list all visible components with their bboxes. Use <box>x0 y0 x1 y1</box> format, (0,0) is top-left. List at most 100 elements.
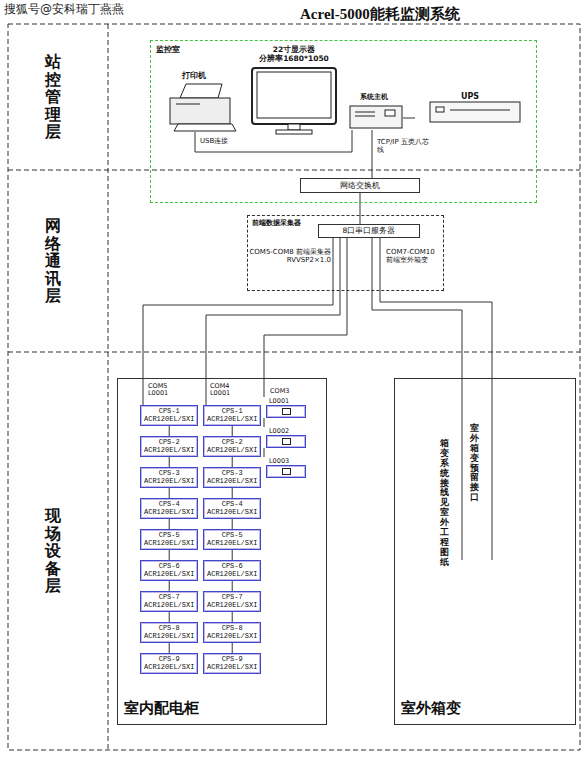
node-text: ACR120EL/SXI <box>144 539 194 547</box>
node-text: CPS-5 <box>207 531 257 539</box>
network-switch: 网络交换机 <box>300 178 420 193</box>
node-text: CPS-7 <box>207 593 257 601</box>
connector <box>195 130 352 152</box>
monitor: 22寸显示器分辨率1680*1050 <box>248 45 340 135</box>
monitor-icon <box>252 68 336 134</box>
connector <box>169 519 170 529</box>
device-frame <box>266 435 306 448</box>
connector <box>169 426 170 436</box>
outdoor-substation: 室外箱变室外箱变预留接口箱变系统接线见室外工程图纸 <box>394 378 576 725</box>
printer: 打印机 <box>160 70 240 132</box>
connector <box>372 130 373 178</box>
annotation: COM5 L0001 <box>148 383 176 398</box>
node-text: ACR120EL/SXI <box>207 663 257 671</box>
host-icon <box>350 106 402 128</box>
node-text: ACR120EL/SXI <box>144 663 194 671</box>
connector <box>169 550 170 560</box>
annotation: COM4 L0001 <box>210 383 238 398</box>
connector <box>232 457 233 467</box>
control-room: 监控室打印机22寸显示器分辨率1680*1050系统主机UPS网络交换机 <box>150 40 537 203</box>
printer-icon <box>170 84 236 131</box>
node-text: CPS-3 <box>207 469 257 477</box>
meter-box: CPS-4ACR120EL/SXI <box>140 498 198 519</box>
device-symbol <box>282 408 291 415</box>
connector-label: USB连接 <box>200 137 228 145</box>
meter-box: CPS-6ACR120EL/SXI <box>140 560 198 581</box>
meter-box: CPS-7ACR120EL/SXI <box>203 591 261 612</box>
node-text: CPS-6 <box>207 562 257 570</box>
node-text: 打印机 <box>182 70 206 81</box>
connector <box>264 448 265 457</box>
node-text: CPS-8 <box>144 624 194 632</box>
connector <box>232 426 233 436</box>
connector <box>169 612 170 622</box>
node-text: ACR120EL/SXI <box>207 446 257 454</box>
node-text: 室外箱变 <box>401 699 461 718</box>
node-text: CPS-5 <box>144 531 194 539</box>
node-text: 室内配电柜 <box>124 699 199 718</box>
node-text: 网络交换机 <box>301 179 419 192</box>
layer-band: 站控管理层 <box>45 53 61 141</box>
node-text: CPS-1 <box>144 407 194 415</box>
node-text: CPS-7 <box>144 593 194 601</box>
meter-box: CPS-5ACR120EL/SXI <box>203 529 261 550</box>
node-text: L0003 <box>262 457 306 465</box>
outer-frame <box>8 24 580 750</box>
diagram-title: Acrel-5000能耗监测系统 <box>300 5 460 24</box>
node-text: CPS-3 <box>144 469 194 477</box>
connector <box>232 488 233 498</box>
node-text: ACR120EL/SXI <box>144 446 194 454</box>
node-text: 箱变系统接线见室外工程图纸 <box>440 439 449 568</box>
connector <box>169 488 170 498</box>
connector <box>169 457 170 467</box>
node-text: CPS-4 <box>207 500 257 508</box>
layer-divider <box>108 24 109 750</box>
connector <box>232 612 233 622</box>
connector <box>206 238 340 405</box>
meter-box: CPS-1ACR120EL/SXI <box>203 405 261 426</box>
node-text: 网络通讯层 <box>45 217 61 305</box>
meter-box: CPS-3ACR120EL/SXI <box>203 467 261 488</box>
node-text: CPS-9 <box>207 655 257 663</box>
node-text: CPS-6 <box>144 562 194 570</box>
node-text: CPS-8 <box>207 624 257 632</box>
outdoor-wire <box>462 379 492 560</box>
connector <box>372 238 462 378</box>
node-text: ACR120EL/SXI <box>207 539 257 547</box>
layer-frame <box>8 24 580 750</box>
device-frame <box>266 405 306 418</box>
node-text: 系统主机 <box>345 92 403 102</box>
connector <box>360 193 361 224</box>
node-text: ACR120EL/SXI <box>144 632 194 640</box>
node-text: L0002 <box>262 427 306 435</box>
node-text: 分辨率1680*1050 <box>248 54 340 63</box>
connector <box>264 418 265 427</box>
indoor-cabinet: 室内配电柜CPS-1ACR120EL/SXICPS-2ACR120EL/SXIC… <box>117 378 327 725</box>
node-text: ACR120EL/SXI <box>207 570 257 578</box>
node-text: 前端数据采集器 <box>252 218 301 228</box>
node-text: ACR120EL/SXI <box>144 601 194 609</box>
node-text: 现场设备层 <box>45 507 61 595</box>
connector-label: TCP/IP 五类八芯线 <box>377 138 429 154</box>
node-text: L0001 <box>262 397 306 405</box>
device-frame <box>266 465 306 478</box>
small-device: L0003 <box>262 457 306 478</box>
meter-box: CPS-3ACR120EL/SXI <box>140 467 198 488</box>
layer-band: 现场设备层 <box>45 507 61 595</box>
connector <box>403 118 415 119</box>
annotation: COM5-COM8 前端采集器RVVSP2×1.0 <box>249 248 331 264</box>
node-text: ACR120EL/SXI <box>144 508 194 516</box>
meter-box: CPS-5ACR120EL/SXI <box>140 529 198 550</box>
small-device: L0001 <box>262 397 306 418</box>
layer-band: 网络通讯层 <box>45 217 61 305</box>
node-text: ACR120EL/SXI <box>207 601 257 609</box>
node-text: 监控室 <box>156 44 180 55</box>
ups-icon <box>430 102 520 122</box>
connector <box>232 581 233 591</box>
meter-box: CPS-1ACR120EL/SXI <box>140 405 198 426</box>
system-host: 系统主机 <box>345 92 403 130</box>
meter-box: CPS-2ACR120EL/SXI <box>203 436 261 457</box>
meter-box: CPS-8ACR120EL/SXI <box>140 622 198 643</box>
